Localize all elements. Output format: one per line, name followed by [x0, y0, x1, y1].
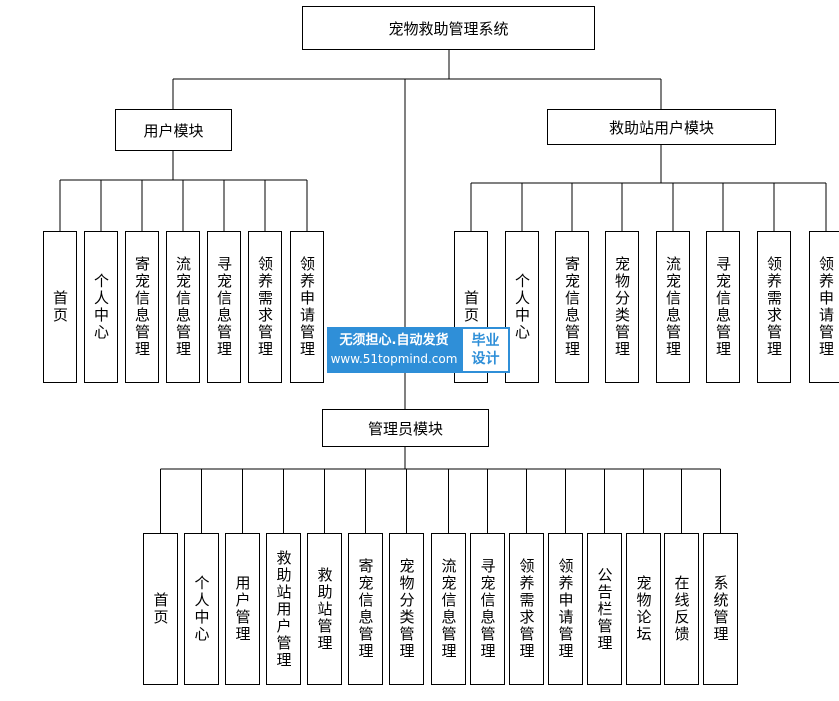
user-leaf-label: 个人中心 [92, 273, 110, 341]
admin-leaf-label: 公告栏管理 [595, 566, 614, 652]
watermark-badge: 毕业 设计 [461, 327, 510, 373]
user-module-node: 用户模块 [115, 109, 232, 151]
watermark-url: www.51topmind.com [330, 352, 458, 366]
station-leaf: 个人中心 [505, 231, 539, 383]
station-leaf-label: 流宠信息管理 [664, 256, 682, 358]
admin-leaf: 救助站管理 [307, 533, 342, 685]
admin-leaf-label: 宠物论坛 [634, 575, 653, 643]
user-leaf: 流宠信息管理 [166, 231, 200, 383]
user-leaf-label: 领养申请管理 [298, 256, 316, 358]
admin-leaf-label: 个人中心 [192, 575, 211, 643]
admin-leaf: 流宠信息管理 [431, 533, 466, 685]
admin-leaf-label: 在线反馈 [672, 575, 691, 643]
user-leaf-label: 寻宠信息管理 [215, 256, 233, 358]
admin-leaf-label: 寻宠信息管理 [478, 558, 497, 660]
station-leaf-label: 宠物分类管理 [613, 256, 631, 358]
admin-leaf: 领养需求管理 [509, 533, 544, 685]
station-leaf-label: 个人中心 [513, 273, 531, 341]
station-leaf: 宠物分类管理 [605, 231, 639, 383]
root-label: 宠物救助管理系统 [388, 19, 509, 38]
admin-leaf-label: 寄宠信息管理 [356, 558, 375, 660]
admin-leaf: 寄宠信息管理 [348, 533, 383, 685]
station-leaf-label: 领养申请管理 [817, 256, 835, 358]
admin-module-label: 管理员模块 [367, 419, 443, 438]
station-module-label: 救助站用户模块 [608, 118, 714, 137]
watermark-text-block: 无须担心.自动发货 www.51topmind.com [327, 327, 461, 373]
admin-leaf: 救助站用户管理 [266, 533, 301, 685]
station-module-node: 救助站用户模块 [547, 109, 776, 145]
station-leaf-label: 寄宠信息管理 [563, 256, 581, 358]
admin-leaf-label: 宠物分类管理 [397, 558, 416, 660]
user-leaf: 个人中心 [84, 231, 118, 383]
user-module-label: 用户模块 [143, 121, 204, 140]
admin-leaf-label: 领养需求管理 [517, 558, 536, 660]
admin-leaf-label: 领养申请管理 [556, 558, 575, 660]
admin-leaf-label: 首页 [151, 592, 170, 626]
station-leaf: 流宠信息管理 [656, 231, 690, 383]
admin-leaf: 系统管理 [703, 533, 738, 685]
station-leaf: 寻宠信息管理 [706, 231, 740, 383]
watermark-slogan: 无须担心.自动发货 [339, 333, 449, 348]
admin-leaf-label: 用户管理 [233, 575, 252, 643]
user-leaf: 领养需求管理 [248, 231, 282, 383]
admin-leaf: 用户管理 [225, 533, 260, 685]
user-leaf-label: 领养需求管理 [256, 256, 274, 358]
admin-leaf: 寻宠信息管理 [470, 533, 505, 685]
user-leaf: 领养申请管理 [290, 231, 324, 383]
user-leaf: 首页 [43, 231, 77, 383]
station-leaf-label: 领养需求管理 [765, 256, 783, 358]
admin-leaf: 公告栏管理 [587, 533, 622, 685]
admin-leaf: 首页 [143, 533, 178, 685]
station-leaf-label: 首页 [462, 290, 480, 324]
user-leaf-label: 首页 [51, 290, 69, 324]
user-leaf-label: 流宠信息管理 [174, 256, 192, 358]
root-node: 宠物救助管理系统 [302, 6, 595, 50]
admin-leaf-label: 流宠信息管理 [439, 558, 458, 660]
admin-leaf: 个人中心 [184, 533, 219, 685]
admin-leaf-label: 系统管理 [711, 575, 730, 643]
admin-leaf: 在线反馈 [664, 533, 699, 685]
user-leaf-label: 寄宠信息管理 [133, 256, 151, 358]
station-leaf: 领养申请管理 [809, 231, 839, 383]
user-leaf: 寄宠信息管理 [125, 231, 159, 383]
station-leaf: 领养需求管理 [757, 231, 791, 383]
admin-leaf: 宠物分类管理 [389, 533, 424, 685]
admin-leaf: 领养申请管理 [548, 533, 583, 685]
watermark-banner: 无须担心.自动发货 www.51topmind.com 毕业 设计 [327, 327, 510, 373]
admin-module-node: 管理员模块 [322, 409, 489, 447]
user-leaf: 寻宠信息管理 [207, 231, 241, 383]
station-leaf-label: 寻宠信息管理 [714, 256, 732, 358]
admin-leaf-label: 救助站管理 [315, 566, 334, 652]
admin-leaf: 宠物论坛 [626, 533, 661, 685]
watermark-badge-line2: 设计 [471, 351, 500, 367]
admin-leaf-label: 救助站用户管理 [274, 549, 293, 669]
watermark-badge-line1: 毕业 [471, 333, 500, 349]
station-leaf: 寄宠信息管理 [555, 231, 589, 383]
